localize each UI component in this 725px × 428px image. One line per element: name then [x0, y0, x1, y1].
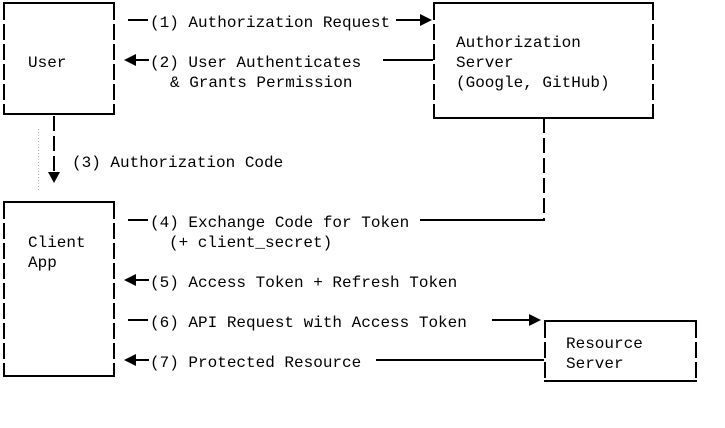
authorization-server-label-line3: (Google, GitHub) — [456, 74, 610, 92]
flow-7-arrowhead-left-icon — [124, 354, 136, 366]
flow-5-line — [136, 279, 149, 281]
flow-7-line-end — [376, 359, 544, 361]
client-app-box: Client App — [3, 201, 115, 377]
client-app-label-line2: App — [28, 254, 57, 272]
flow-2-label-line2: & Grants Permission — [170, 74, 353, 92]
user-box: User — [3, 2, 115, 115]
flow-4-line-end — [420, 219, 545, 221]
flow-6-line-start — [128, 319, 148, 321]
flow-6-line-end — [492, 319, 530, 321]
authorization-server-box: Authorization Server (Google, GitHub) — [433, 2, 654, 119]
flow-2-line-end — [383, 59, 433, 61]
flow-1-arrowhead-right-icon — [420, 14, 432, 26]
authorization-server-label-line2: Server — [456, 54, 514, 72]
authorization-server-label-line1: Authorization — [456, 34, 581, 52]
flow-4-label-line2: (+ client_secret) — [169, 234, 333, 252]
flow-7-line-start — [136, 359, 149, 361]
flow-1-line-end — [396, 19, 422, 21]
resource-server-label-line2: Server — [566, 355, 624, 373]
flow-2-arrowhead-left-icon — [124, 54, 136, 66]
flow-3-label: (3) Authorization Code — [72, 154, 284, 172]
flow-4-label: (4) Exchange Code for Token — [150, 214, 410, 232]
flow-5-label: (5) Access Token + Refresh Token — [150, 274, 458, 292]
resource-server-label-line1: Resource — [566, 335, 643, 353]
flow-3-line — [53, 116, 55, 173]
flow-4-line-start — [128, 219, 148, 221]
user-box-label: User — [28, 54, 67, 72]
flow-3-dotted-guide — [38, 129, 39, 190]
flow-5-arrowhead-left-icon — [124, 274, 136, 286]
flow-1-label: (1) Authorization Request — [150, 14, 391, 32]
flow-6-label: (6) API Request with Access Token — [150, 314, 467, 332]
flow-6-arrowhead-right-icon — [529, 314, 541, 326]
flow-4-elbow-vertical-line — [543, 118, 545, 219]
flow-2-line-start — [136, 59, 149, 61]
resource-server-box: Resource Server — [544, 320, 697, 382]
flow-2-label: (2) User Authenticates — [150, 54, 362, 72]
flow-1-line-start — [128, 19, 148, 21]
flow-7-label: (7) Protected Resource — [150, 354, 362, 372]
client-app-label-line1: Client — [28, 234, 86, 252]
flow-3-arrowhead-down-icon — [48, 172, 60, 183]
